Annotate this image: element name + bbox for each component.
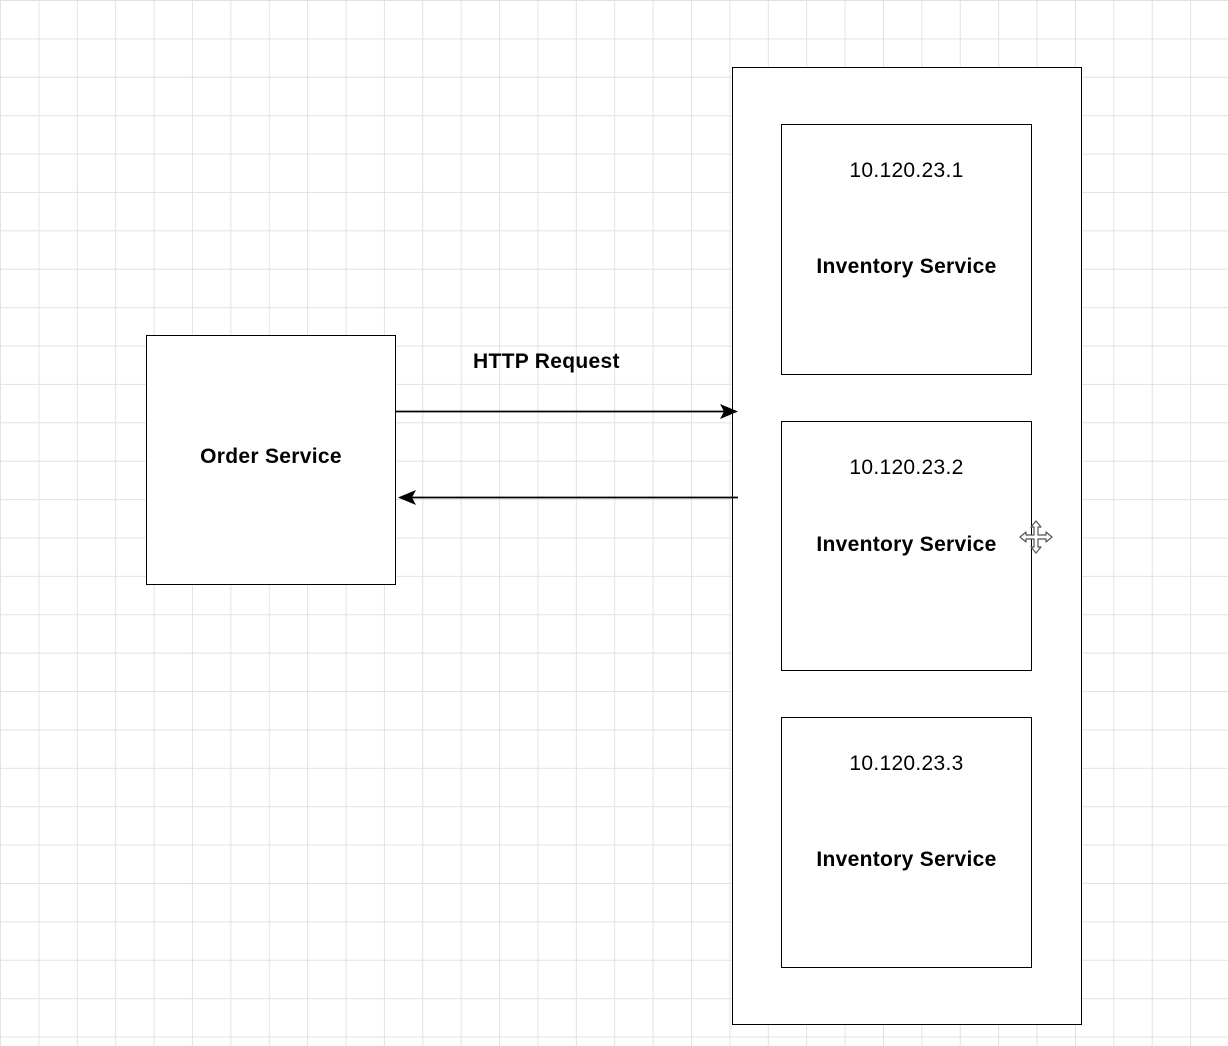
order-service-label: Order Service: [200, 445, 342, 468]
inventory-node-1-label: Inventory Service: [816, 255, 997, 278]
http-request-edge-label: HTTP Request: [473, 350, 620, 373]
request-arrow[interactable]: [396, 404, 738, 419]
response-arrow[interactable]: [398, 490, 738, 505]
inventory-node-2-label: Inventory Service: [816, 533, 997, 556]
inventory-node-2-ip: 10.120.23.2: [849, 456, 964, 479]
order-service-node[interactable]: Order Service: [146, 335, 396, 585]
inventory-node-3-label: Inventory Service: [816, 848, 997, 871]
inventory-node-2[interactable]: 10.120.23.2 Inventory Service: [781, 421, 1032, 671]
move-cursor-icon: [1019, 520, 1053, 554]
inventory-node-3-ip: 10.120.23.3: [849, 752, 964, 775]
inventory-node-3[interactable]: 10.120.23.3 Inventory Service: [781, 717, 1032, 968]
inventory-node-1[interactable]: 10.120.23.1 Inventory Service: [781, 124, 1032, 375]
inventory-node-1-ip: 10.120.23.1: [849, 159, 964, 182]
